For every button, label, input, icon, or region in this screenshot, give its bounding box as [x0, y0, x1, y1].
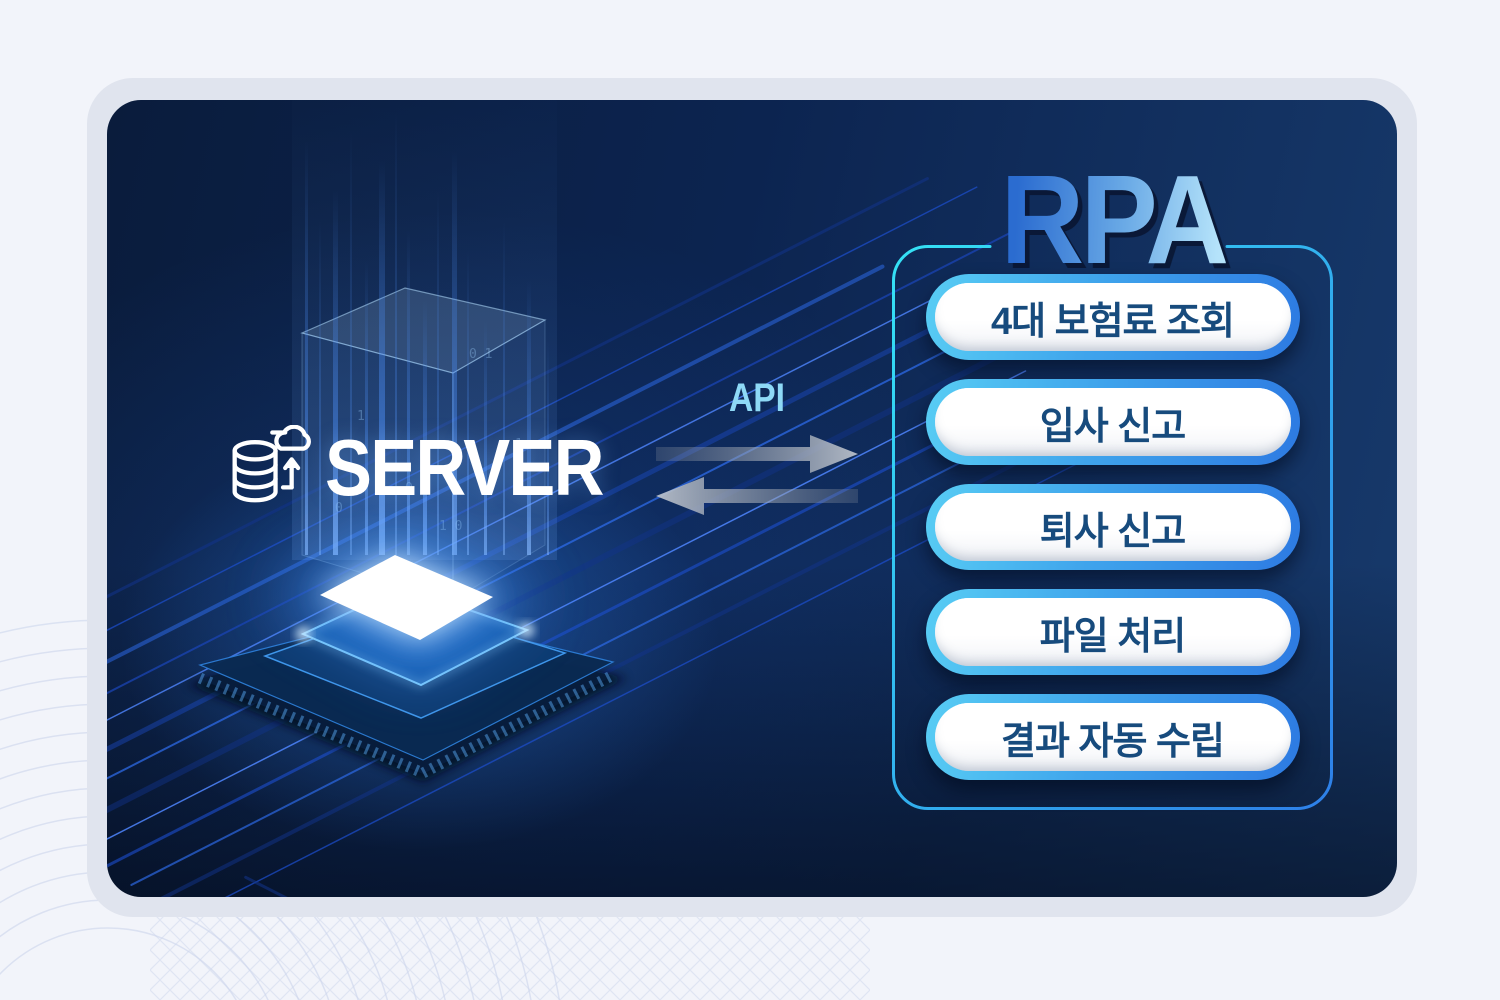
rpa-item-pill: 입사 신고	[925, 379, 1300, 465]
rpa-item-pill: 결과 자동 수립	[925, 694, 1300, 780]
rpa-item-label: 입사 신고	[1039, 405, 1186, 448]
rpa-title: RPA	[999, 149, 1229, 290]
arrow-right-icon	[656, 435, 858, 473]
api-label: API	[728, 376, 786, 420]
rpa-outline-border	[892, 245, 1333, 810]
api-connector: API	[650, 376, 864, 534]
rpa-item-list: 4대 보험료 조회 입사 신고 퇴사 신고 파일 처리 결과 자동 수립	[892, 245, 1333, 810]
rpa-item-label: 파일 처리	[1039, 615, 1186, 658]
rpa-item-pill: 파일 처리	[925, 589, 1300, 675]
api-arrows	[656, 435, 858, 515]
rpa-item-pill: 4대 보험료 조회	[925, 274, 1300, 360]
server-label: SERVER	[325, 423, 604, 512]
server-label-group: SERVER	[225, 422, 641, 514]
cross-streaks	[244, 875, 880, 897]
rpa-item-label: 결과 자동 수립	[1001, 720, 1225, 763]
arrow-left-icon	[656, 477, 858, 515]
database-cloud-upload-icon	[232, 425, 311, 503]
rpa-panel: RPA 4대 보험료 조회 입사 신고 퇴사 신고 파일 처리 결과 자동 수립	[892, 157, 1333, 810]
rpa-item-pill: 퇴사 신고	[925, 484, 1300, 570]
svg-text:0 1: 0 1	[469, 347, 492, 362]
svg-text:1 0: 1 0	[439, 519, 462, 534]
cpu-chip	[187, 520, 627, 782]
rpa-item-label: 퇴사 신고	[1039, 510, 1186, 553]
rpa-item-label: 4대 보험료 조회	[990, 300, 1235, 343]
